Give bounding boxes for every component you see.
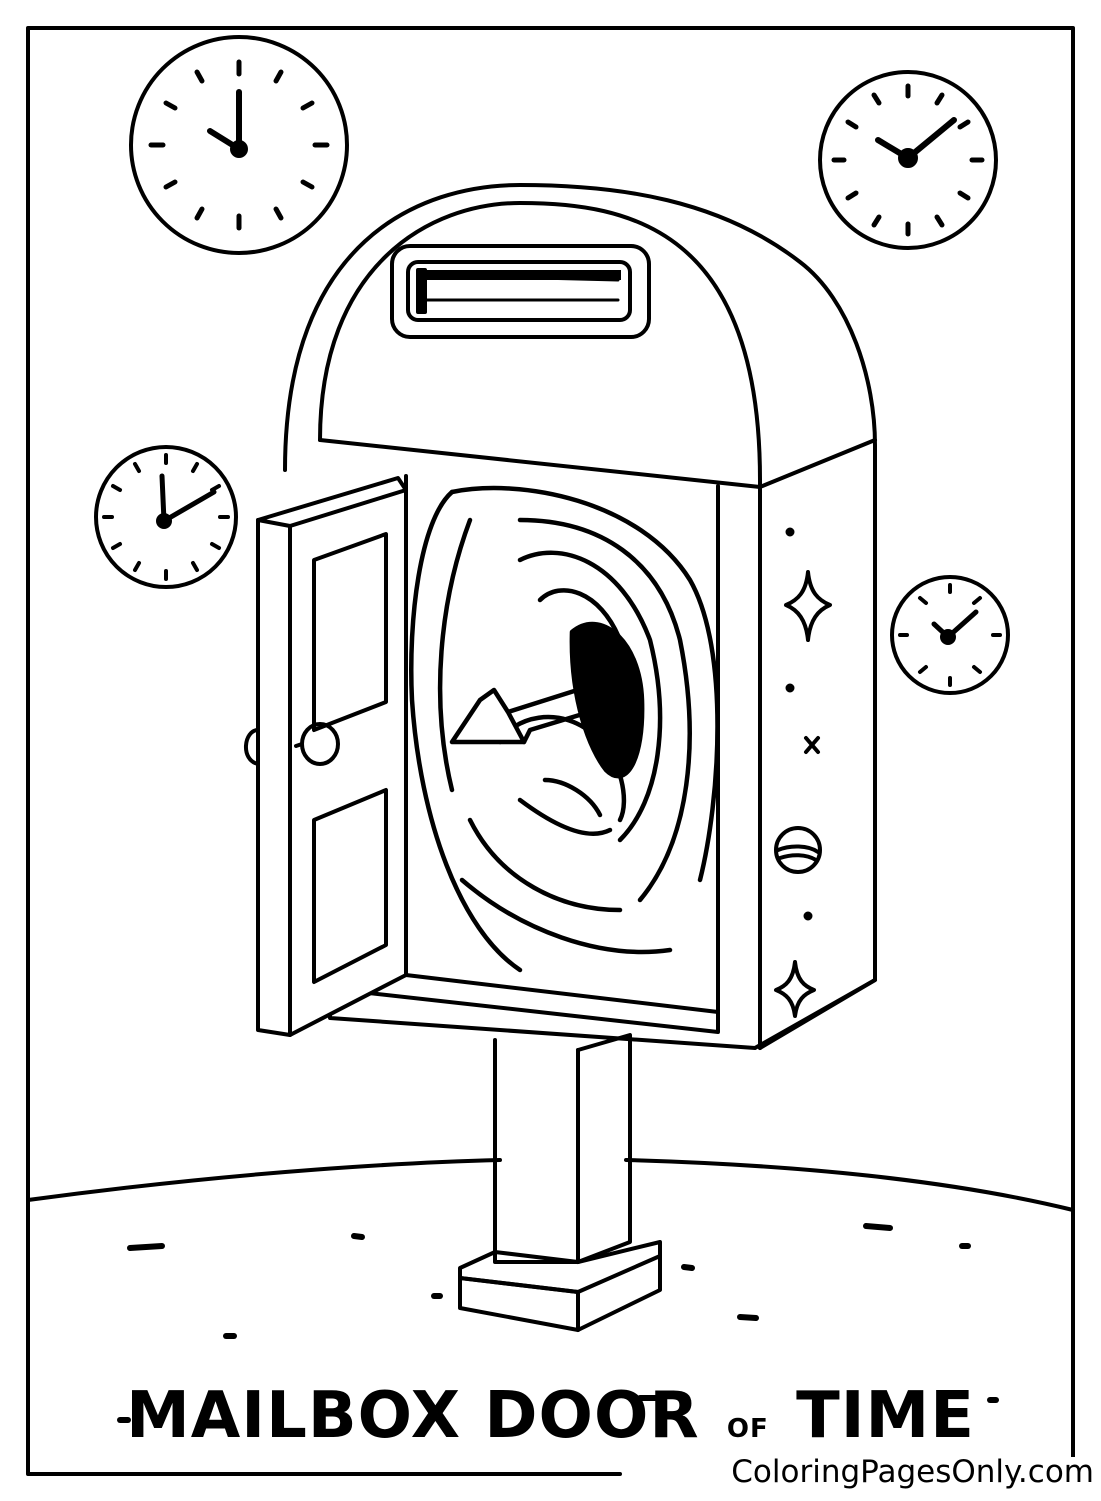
mailbox-post xyxy=(458,1033,662,1332)
title-connector: OF xyxy=(726,1414,769,1444)
title-part-2: TIME xyxy=(796,1379,975,1453)
watermark-container: ColoringPagesOnly.com xyxy=(600,1452,1100,1492)
arrow-icon xyxy=(449,683,599,745)
portal-swirl xyxy=(409,485,720,973)
open-door xyxy=(244,476,408,1037)
side-decorations xyxy=(774,527,832,1018)
clock-icon xyxy=(129,35,349,255)
ground-marks xyxy=(117,1223,999,1423)
ground-line xyxy=(26,1158,1075,1212)
clock-icon xyxy=(94,445,238,589)
star-x xyxy=(804,736,820,754)
page-title: MAILBOX DOOR OF TIME xyxy=(0,1384,1101,1448)
clock-icon xyxy=(890,575,1010,695)
title-part-1: MAILBOX DOOR xyxy=(126,1379,700,1453)
mail-slot xyxy=(390,244,651,339)
site-watermark: ColoringPagesOnly.com xyxy=(725,1456,1100,1488)
sparkle-icon xyxy=(774,960,816,1018)
clock-icon xyxy=(818,70,998,250)
sparkle-icon xyxy=(784,570,832,642)
